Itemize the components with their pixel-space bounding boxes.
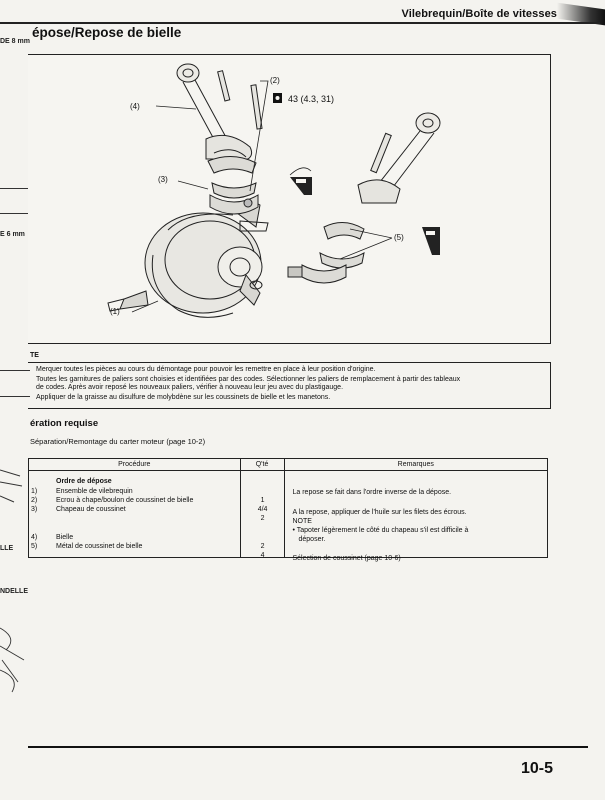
connecting-rod-left-drawing: [176, 63, 253, 160]
section-title: épose/Repose de bielle: [32, 25, 182, 40]
callout-2: (2): [270, 76, 280, 85]
callout-1: (1): [110, 307, 120, 316]
header-qty: Q'té: [239, 458, 285, 471]
row-number: 2): [31, 497, 38, 504]
grease-symbol-icon: [290, 177, 312, 195]
crankshaft-assembly-drawing: [107, 200, 269, 318]
note-label: TE: [30, 352, 39, 359]
footer-rule: [28, 746, 588, 748]
row-number: 1): [31, 488, 38, 495]
exploded-view-figure: (4) (2) 43 (4.3, 31) (3) (5) (1): [28, 54, 551, 344]
note-line: Toutes les garnitures de paliers sont ch…: [36, 376, 461, 383]
bearing-shells-left-drawing: [207, 156, 259, 215]
procedure-cell: Ordre de dépose 1) Ensemble de vilebrequ…: [28, 470, 241, 558]
remarks-cell: La repose se fait dans l'ordre inverse d…: [283, 470, 548, 562]
row-name: Ensemble de vilebrequin: [56, 488, 133, 495]
order-label: Ordre de dépose: [56, 478, 112, 485]
header-remarks: Remarques: [283, 458, 548, 471]
row-number: 3): [31, 506, 38, 513]
margin-rule: [0, 188, 30, 189]
note-line: Merquer toutes les pièces au cours du dé…: [36, 366, 376, 373]
callout-leader-lines: [131, 80, 393, 313]
row-number: 4): [31, 534, 38, 541]
page-header-title: Vilebrequin/Boîte de vitesses: [401, 8, 557, 20]
note-box: Merquer toutes les pièces au cours du dé…: [28, 362, 551, 409]
margin-sketch-fragment: [0, 469, 25, 693]
row-number: 5): [31, 543, 38, 550]
torque-spec: 43 (4.3, 31): [288, 94, 335, 104]
torque-wrench-icon: [273, 93, 282, 103]
table-header-row: Procédure Q'té Remarques: [28, 458, 548, 471]
remark-note-label: NOTE: [292, 518, 312, 525]
rod-bolt-drawing: [217, 70, 392, 174]
table-body-row: Ordre de dépose 1) Ensemble de vilebrequ…: [28, 470, 548, 562]
crankshaft-connecting-rod-diagram: [107, 63, 441, 318]
connecting-rod-right-drawing: [357, 112, 441, 204]
remark-text: A la repose, appliquer de l'huile sur le…: [292, 509, 467, 516]
callout-3: (3): [158, 175, 168, 184]
margin-text-bottom-1: LLE: [0, 545, 14, 552]
row-qty: 1: [260, 497, 265, 504]
margin-text-mid: E 6 mm: [0, 231, 25, 238]
grease-symbol-icon: [422, 227, 440, 255]
note-line: Appliquer de la graisse au disulfure de …: [36, 394, 331, 401]
header-procedure: Procédure: [28, 458, 241, 471]
row-name: Ecrou à chape/boulon de coussinet de bie…: [56, 497, 194, 504]
callout-4: (4): [130, 102, 140, 111]
remark-text: • Tapoter légèrement le côté du chapeau …: [292, 527, 469, 534]
operation-title: ération requise: [30, 418, 99, 429]
row-name: Bielle: [56, 534, 74, 541]
margin-text-top: DE 8 mm: [0, 38, 30, 45]
callout-5: (5): [394, 233, 404, 242]
row-qty: 2: [260, 543, 265, 550]
header-rule: [0, 22, 600, 24]
margin-rule: [0, 213, 30, 214]
row-qty: 4: [260, 552, 265, 559]
row-qty: 2: [260, 515, 265, 522]
note-line: de codes. Après avoir reposé les nouveau…: [36, 384, 344, 391]
page-number: 10-5: [520, 760, 553, 777]
remark-text: déposer.: [298, 536, 326, 543]
bearing-shells-right-drawing: [287, 222, 365, 284]
row-name: Métal de coussinet de bielle: [56, 543, 143, 550]
margin-text-bottom-2: NDELLE: [0, 588, 28, 595]
row-qty: 4/4: [257, 506, 268, 513]
procedure-table: Procédure Q'té Remarques Ordre de dépose…: [28, 458, 548, 562]
remark-text: Sélection de coussinet (page 10-6): [292, 555, 401, 562]
operation-subtitle: Séparation/Remontage du carter moteur (p…: [30, 437, 206, 446]
margin-rule: [0, 370, 30, 371]
margin-rule: [0, 396, 30, 397]
remark-text: La repose se fait dans l'ordre inverse d…: [292, 489, 452, 496]
row-name: Chapeau de coussinet: [56, 506, 126, 513]
qty-cell: 1 4/4 2 2 4: [239, 470, 285, 559]
